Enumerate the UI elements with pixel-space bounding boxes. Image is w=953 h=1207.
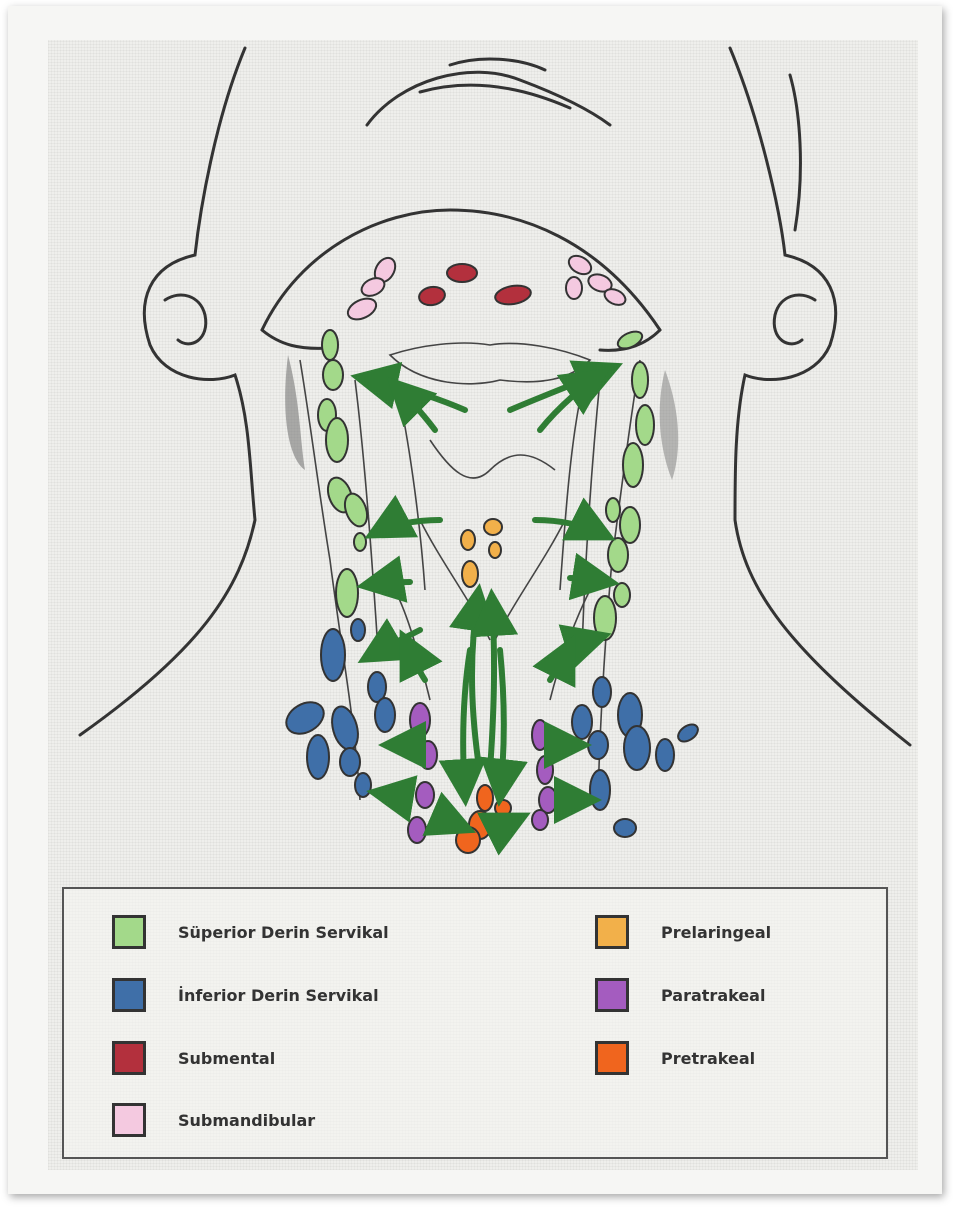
swatch-submandibular (112, 1103, 146, 1137)
swatch-submental (112, 1041, 146, 1075)
legend-label: Süperior Derin Servikal (178, 923, 389, 942)
legend-label: İnferior Derin Servikal (178, 986, 379, 1005)
legend-item-prelaryngeal: Prelaringeal (595, 915, 771, 949)
swatch-superior-deep-cervical (112, 915, 146, 949)
legend-item-pretracheal: Pretrakeal (595, 1041, 755, 1075)
legend-label: Submandibular (178, 1111, 315, 1130)
legend-item-paratracheal: Paratrakeal (595, 978, 765, 1012)
submandibular-nodes (345, 252, 628, 323)
legend-label: Submental (178, 1049, 275, 1068)
right-muscle-shading (660, 370, 679, 480)
superior-deep-cervical-nodes (318, 328, 654, 640)
swatch-inferior-deep-cervical (112, 978, 146, 1012)
submental-nodes (418, 264, 533, 307)
swatch-paratracheal (595, 978, 629, 1012)
swatch-prelaryngeal (595, 915, 629, 949)
legend-label: Prelaringeal (661, 923, 771, 942)
legend-label: Pretrakeal (661, 1049, 755, 1068)
legend-item-superior-deep-cervical: Süperior Derin Servikal (112, 915, 389, 949)
legend-item-submental: Submental (112, 1041, 275, 1075)
prelaryngeal-nodes (461, 519, 502, 587)
legend-label: Paratrakeal (661, 986, 765, 1005)
legend-item-inferior-deep-cervical: İnferior Derin Servikal (112, 978, 379, 1012)
legend-box: Süperior Derin Servikal İnferior Derin S… (62, 887, 888, 1159)
swatch-pretracheal (595, 1041, 629, 1075)
legend-item-submandibular: Submandibular (112, 1103, 315, 1137)
